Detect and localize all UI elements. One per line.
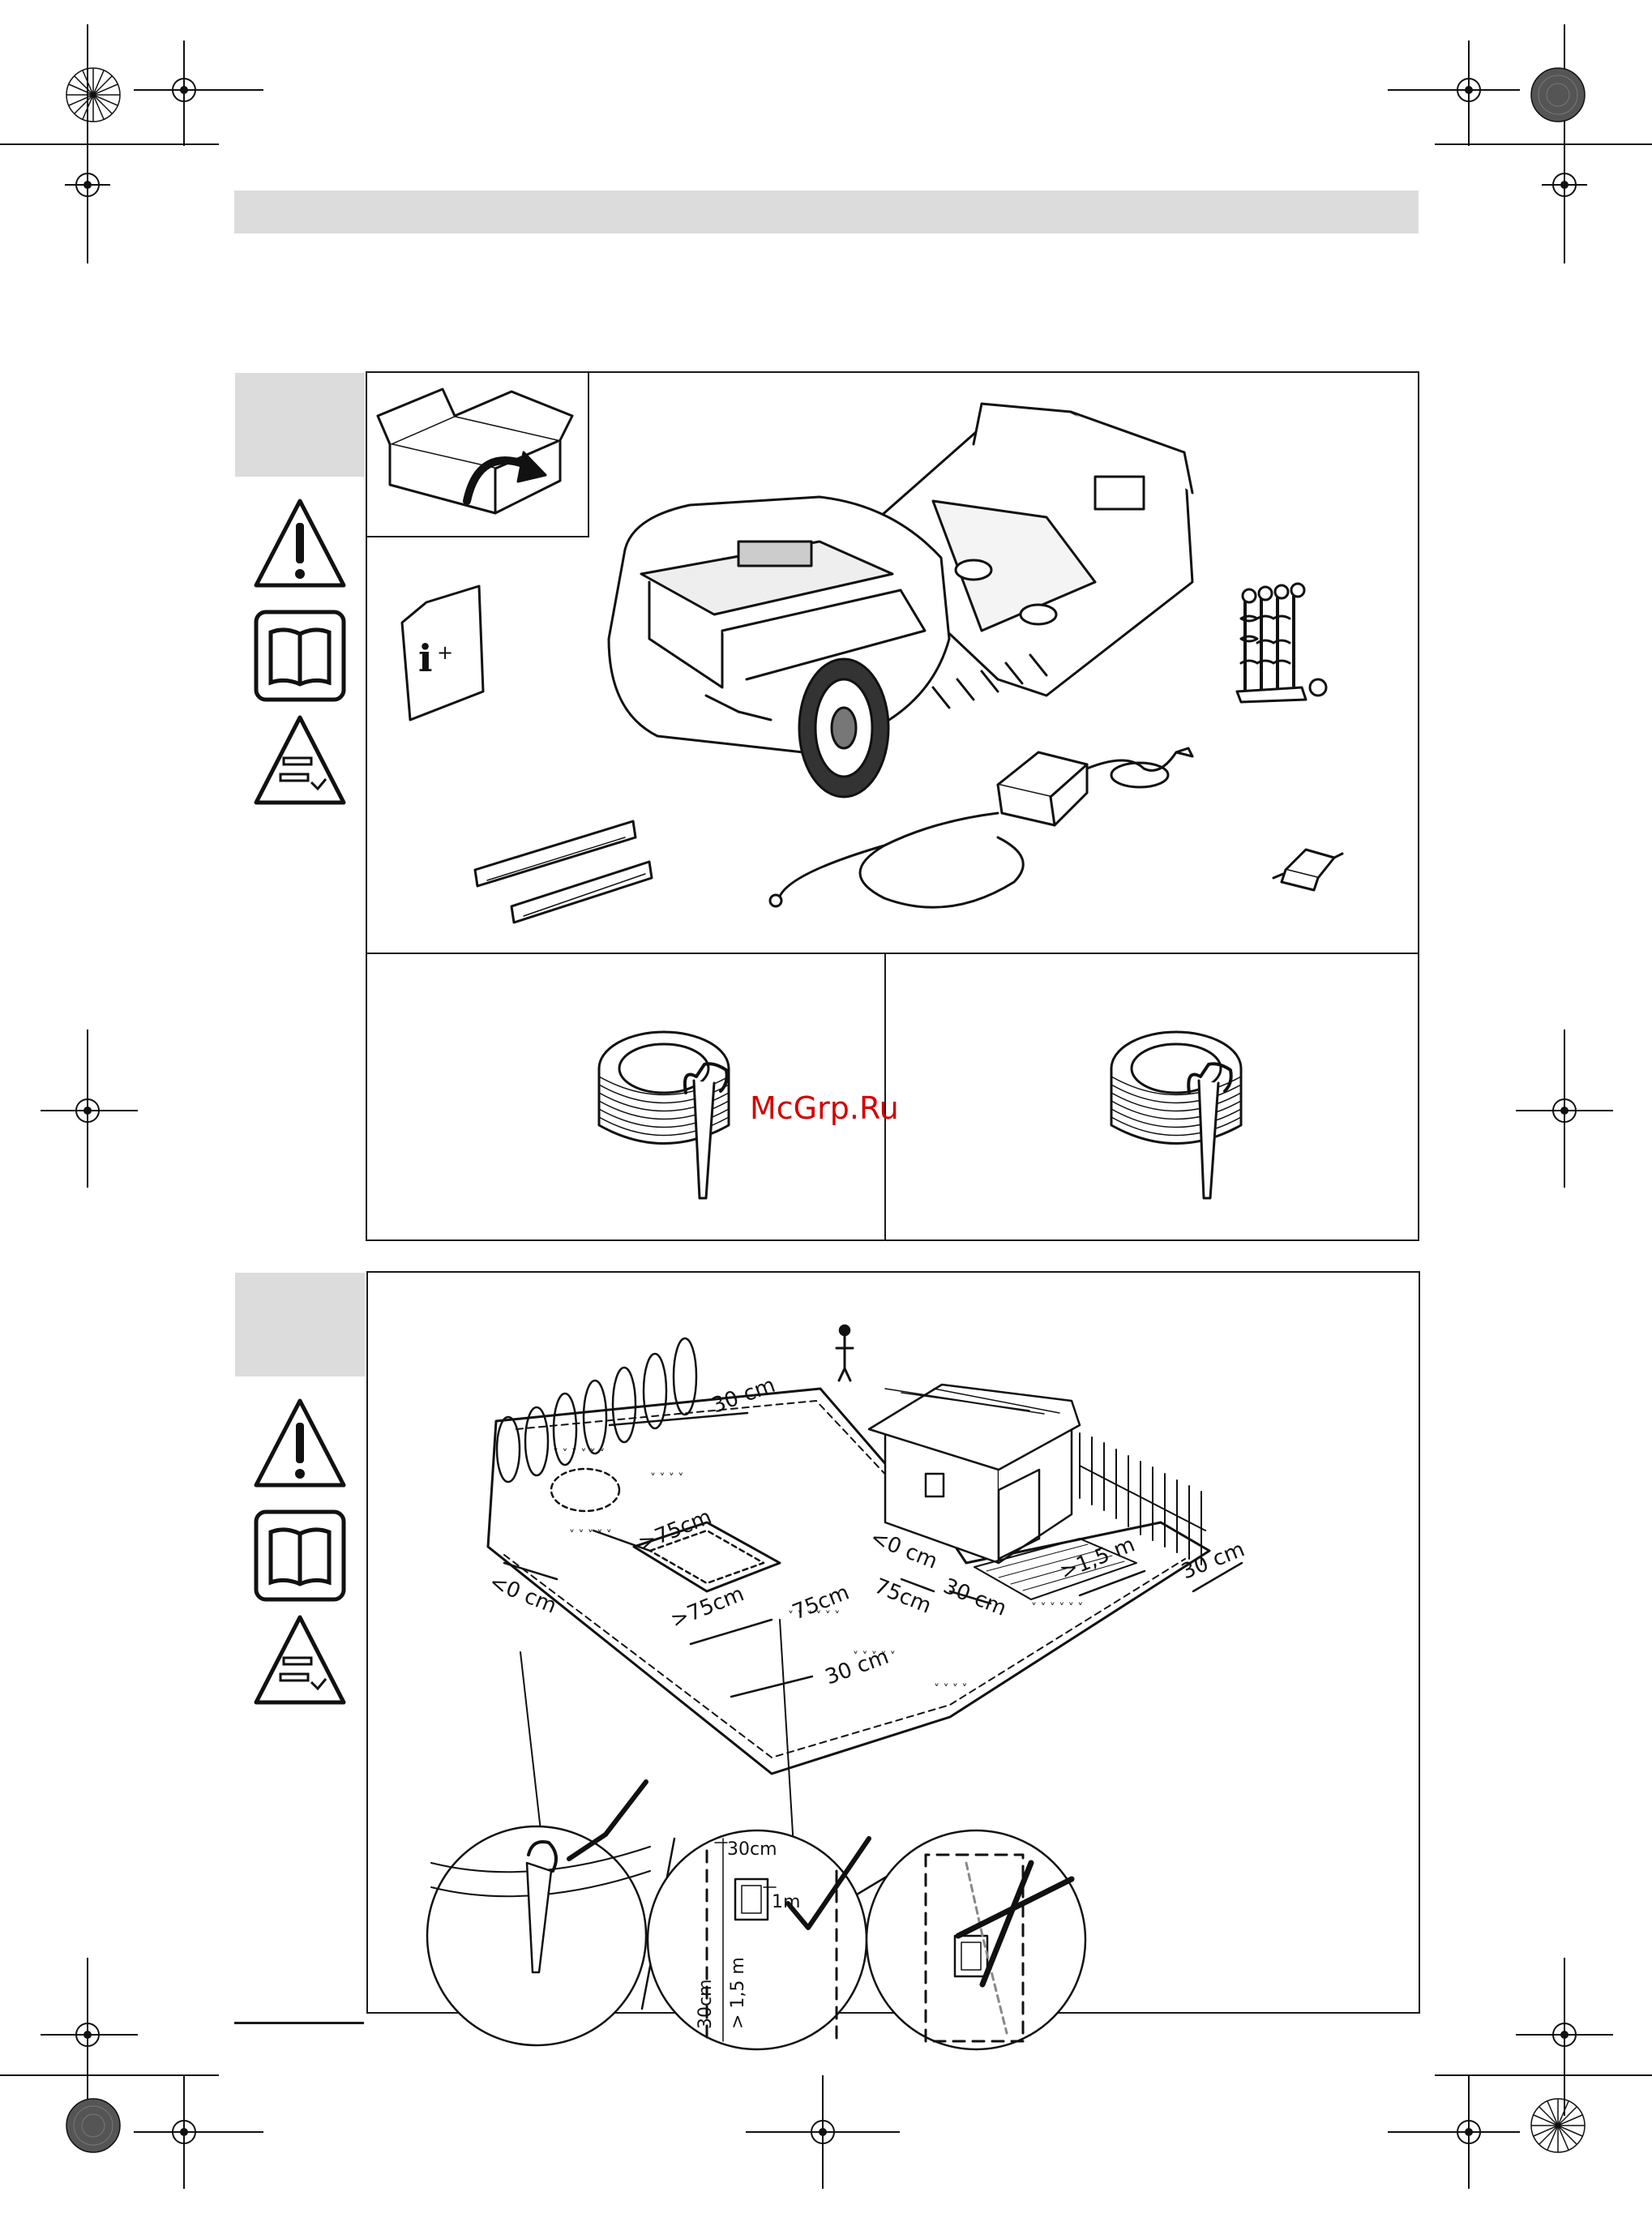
svg-text:i: i [418,636,432,680]
svg-text:˅ ˅ ˅ ˅: ˅ ˅ ˅ ˅ [650,1472,683,1485]
detail-label-15m-vertical: > 1,5 m [728,1957,748,2029]
open-box-icon [378,389,572,513]
detail-label-30cm: 30cm [727,1839,777,1860]
label-75cm-a: >75cm [635,1505,715,1556]
figure2-tab [235,1273,365,1376]
watermark-text: McGrp.Ru [750,1090,899,1126]
gardener [837,1336,853,1381]
side-icons-figure1 [253,494,350,803]
screws-anchors [1237,584,1326,702]
manual-icon [256,1512,344,1599]
svg-text:˅ ˅ ˅ ˅ ˅ ˅: ˅ ˅ ˅ ˅ ˅ ˅ [1031,1602,1083,1615]
label-75cm-b: >75cm [667,1582,747,1633]
detail-station-ok [648,1830,867,2049]
footer-rule [234,2022,364,2024]
hazard-equipment-icon [256,717,344,803]
figure1-tab [235,373,365,477]
svg-text:˅ ˅ ˅ ˅ ˅ ˅: ˅ ˅ ˅ ˅ ˅ ˅ [553,1448,605,1461]
lawn-boundary [488,1389,1209,1774]
hazard-equipment-icon [256,1617,344,1702]
side-icons-figure2 [253,1394,350,1702]
svg-text:˅ ˅ ˅ ˅ ˅: ˅ ˅ ˅ ˅ ˅ [569,1529,612,1542]
manual-icon [256,612,344,700]
manual-booklet: i + [402,586,483,720]
figure2-illustration: ˅ ˅ ˅ ˅ ˅ ˅ ˅ ˅ ˅ ˅ ˅ ˅ ˅ ˅ ˅ ˅ ˅ ˅ ˅ ˅ … [366,1271,1420,2014]
wire-connector [1273,850,1342,890]
detail-label-30cm-vertical: 30cm [695,1979,716,2029]
robot-mower [609,497,949,797]
tree-island [551,1469,619,1511]
label-30cm-top: 30 cm [708,1373,778,1419]
boundary-wire-spool [1111,1032,1241,1144]
svg-text:˅ ˅ ˅ ˅: ˅ ˅ ˅ ˅ [934,1683,967,1696]
detail-label-1m: 1m [772,1892,800,1912]
distance-gauges [475,821,652,923]
svg-text:+: + [437,641,453,664]
